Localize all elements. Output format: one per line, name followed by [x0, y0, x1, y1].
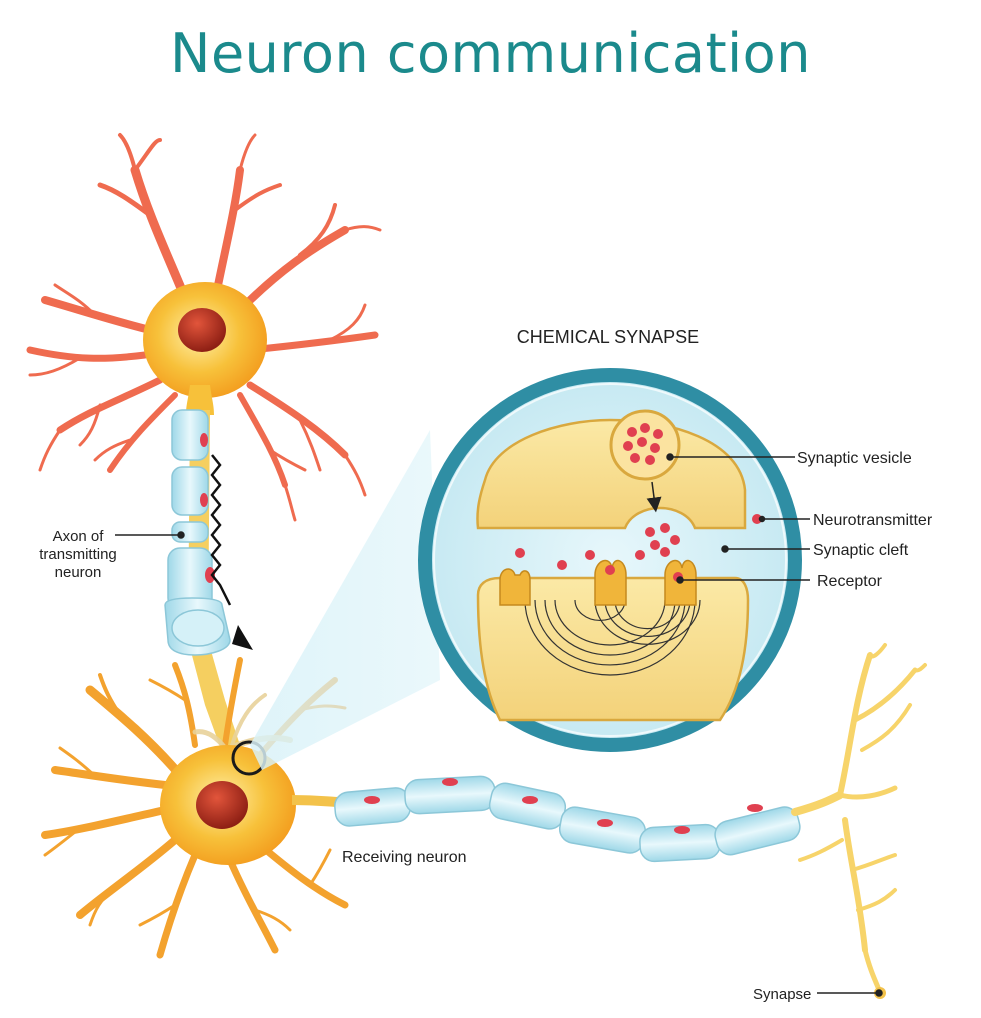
receiving-nucleus	[196, 781, 248, 829]
label-receptor: Receptor	[817, 573, 883, 590]
label-neurotransmitter: Neurotransmitter	[813, 512, 933, 529]
diagram-title: Neuron communication	[170, 22, 811, 85]
inset-title: CHEMICAL SYNAPSE	[517, 327, 699, 347]
receiving-terminal-branches	[791, 643, 927, 995]
signal-arrow-head	[232, 625, 253, 650]
signal-arrow	[210, 454, 232, 606]
label-synaptic-cleft: Synaptic cleft	[813, 542, 909, 559]
label-synaptic-vesicle: Synaptic vesicle	[797, 450, 912, 467]
transmitting-nucleus	[178, 308, 226, 352]
neurotransmitter-dots	[515, 514, 762, 570]
label-synapse: Synapse	[753, 986, 811, 1003]
receiving-neuron	[41, 657, 349, 959]
signal-arcs	[524, 599, 701, 676]
leader-lines	[115, 453, 883, 997]
label-receiving-neuron: Receiving neuron	[342, 849, 467, 866]
magnification-cone	[250, 430, 440, 770]
transmitting-neuron	[26, 133, 382, 522]
transmitting-dendrites	[26, 133, 382, 522]
postsynaptic-terminal	[476, 576, 750, 722]
chemical-synapse-inset	[418, 368, 802, 752]
transmitting-axon	[164, 409, 240, 752]
label-axon-line2: transmitting	[39, 546, 117, 563]
receiving-axon	[291, 643, 927, 999]
label-axon-line3: neuron	[55, 564, 102, 581]
receiving-dendrites	[41, 657, 349, 959]
axon-hillock	[186, 385, 214, 415]
label-axon-line1: Axon of	[53, 528, 105, 545]
